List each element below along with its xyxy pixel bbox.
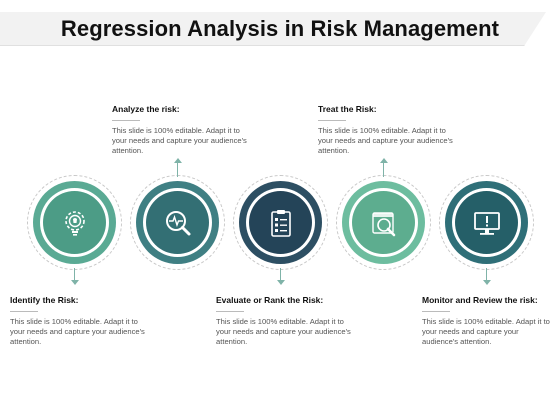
step-treat-circle — [336, 175, 431, 270]
step-body: This slide is 100% editable. Adapt it to… — [112, 126, 247, 155]
monitor-alert-icon — [473, 211, 500, 235]
step-body: This slide is 100% editable. Adapt it to… — [10, 317, 145, 346]
step-body: This slide is 100% editable. Adapt it to… — [318, 126, 453, 155]
title-banner — [0, 12, 546, 46]
divider — [112, 120, 140, 121]
inner-circle — [455, 191, 518, 254]
divider — [10, 311, 38, 312]
divider — [216, 311, 244, 312]
step-treat-text: Treat the Risk: This slide is 100% edita… — [318, 104, 458, 156]
clipboard-checklist-icon — [270, 209, 291, 237]
calendar-magnifier-icon — [371, 211, 395, 236]
step-heading: Treat the Risk: — [318, 104, 377, 114]
step-evaluate-text: Evaluate or Rank the Risk: This slide is… — [216, 295, 356, 347]
inner-circle — [146, 191, 209, 254]
step-body: This slide is 100% editable. Adapt it to… — [422, 317, 550, 346]
page-title: Regression Analysis in Risk Management — [60, 16, 500, 41]
step-analyze-text: Analyze the risk: This slide is 100% edi… — [112, 104, 252, 156]
step-identify-circle — [27, 175, 122, 270]
step-heading: Identify the Risk: — [10, 295, 79, 305]
connector-up-2 — [173, 158, 183, 178]
step-monitor-circle — [439, 175, 534, 270]
connector-down-1 — [70, 268, 80, 288]
divider — [422, 311, 450, 312]
step-heading: Analyze the risk: — [112, 104, 180, 114]
step-body: This slide is 100% editable. Adapt it to… — [216, 317, 351, 346]
connector-down-5 — [482, 268, 492, 288]
step-heading: Evaluate or Rank the Risk: — [216, 295, 324, 305]
step-identify-text: Identify the Risk: This slide is 100% ed… — [10, 295, 150, 347]
connector-down-3 — [276, 268, 286, 288]
heartbeat-magnifier-icon — [165, 210, 190, 235]
gear-bulb-icon — [64, 210, 85, 236]
step-analyze-circle — [130, 175, 225, 270]
inner-circle — [43, 191, 106, 254]
inner-circle — [352, 191, 415, 254]
step-monitor-text: Monitor and Review the risk: This slide … — [422, 295, 554, 347]
step-evaluate-circle — [233, 175, 328, 270]
divider — [318, 120, 346, 121]
inner-circle — [249, 191, 312, 254]
step-heading: Monitor and Review the risk: — [422, 295, 538, 305]
connector-up-4 — [379, 158, 389, 178]
